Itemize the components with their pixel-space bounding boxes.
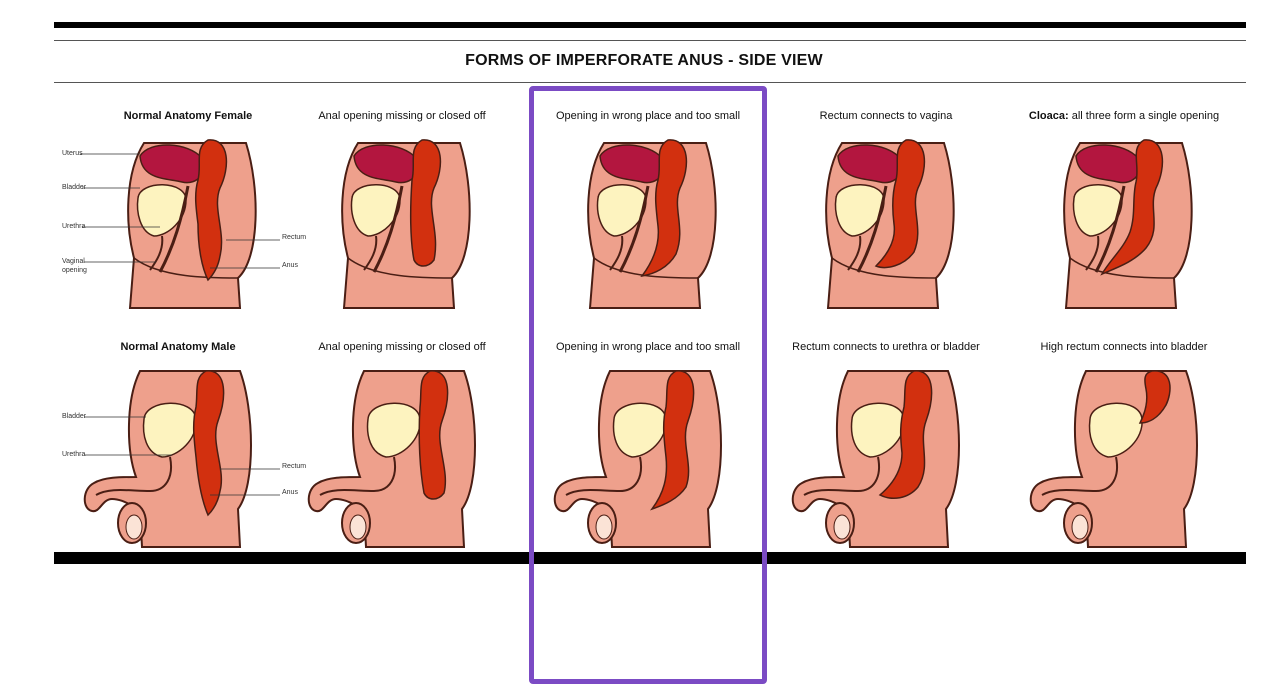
urethra-path — [363, 235, 378, 271]
female-panel-cloaca: Cloaca: all three form a single opening — [1006, 110, 1242, 330]
caption-bold: Cloaca: — [1028, 110, 1069, 122]
panel-caption: Rectum connects to urethra or bladder — [792, 341, 980, 353]
panel-caption: Cloaca: all three form a single opening — [1006, 110, 1242, 122]
bladder-shape — [366, 402, 421, 458]
bladder-shape — [850, 402, 905, 458]
vagina-path — [1094, 185, 1126, 273]
male-panel-high-rectum: High rectum connects into bladder — [1006, 341, 1242, 561]
body-silhouette — [83, 370, 252, 548]
female-anatomy-figure — [1063, 139, 1193, 309]
female-panel-missing: Anal opening missing or closed off — [284, 110, 520, 330]
testis-shape — [1071, 514, 1089, 540]
male-panel-urethra: Rectum connects to urethra or bladder — [768, 341, 1004, 561]
top-thin-rule — [54, 40, 1246, 41]
male-anatomy-figure — [83, 370, 280, 548]
urethra-path — [565, 456, 642, 496]
female-panel-normal: Normal Anatomy Female Uterus Bladder Ure… — [62, 110, 307, 330]
testis-shape — [595, 514, 613, 540]
leg-crease — [133, 257, 239, 279]
urethra-path — [149, 235, 164, 271]
panel-caption: Normal Anatomy Male — [120, 341, 236, 353]
label-uterus: Uterus — [62, 150, 83, 157]
label-anus: Anus — [282, 262, 298, 269]
label-vaginal-opening-2: opening — [62, 267, 87, 274]
label-vaginal-opening-1: Vaginal — [62, 258, 85, 265]
leg-crease — [831, 257, 937, 279]
label-anus: Anus — [282, 489, 298, 496]
male-panel-missing: Anal opening missing or closed off — [284, 341, 520, 561]
label-bladder: Bladder — [62, 413, 87, 420]
rectum-shape — [409, 139, 442, 267]
body-silhouette — [1029, 370, 1198, 548]
female-panel-wrong-place: Opening in wrong place and too small — [530, 110, 766, 330]
panel-caption: Anal opening missing or closed off — [318, 341, 486, 353]
testis-shape — [349, 514, 367, 540]
urethra-path — [95, 456, 172, 496]
testis-shape — [125, 514, 143, 540]
panel-caption: Normal Anatomy Female — [123, 110, 253, 122]
rectum-shape — [878, 370, 933, 500]
urethra-path — [847, 235, 862, 271]
urethra-path — [609, 235, 624, 271]
bottom-thick-rule — [54, 552, 1246, 564]
rectum-shape — [418, 370, 449, 500]
male-anatomy-figure — [307, 370, 476, 548]
caption-text: all three form a single opening — [1068, 110, 1220, 122]
highlight-box — [529, 86, 767, 684]
panel-caption: High rectum connects into bladder — [1040, 341, 1208, 353]
label-urethra: Urethra — [62, 451, 86, 458]
vagina-path — [618, 185, 650, 273]
leg-crease — [347, 257, 453, 279]
female-panel-vagina: Rectum connects to vagina — [768, 110, 1004, 330]
panel-caption: Anal opening missing or closed off — [318, 110, 486, 122]
male-panel-normal: Normal Anatomy Male Bladder Urethra Rect… — [60, 341, 306, 561]
urethra-path — [319, 456, 396, 496]
rectum-shape — [640, 139, 688, 278]
male-anatomy-figure — [1029, 370, 1198, 548]
rectum-shape — [874, 139, 926, 269]
female-anatomy-figure — [80, 139, 280, 309]
top-thick-rule — [54, 22, 1246, 28]
rectum-shape — [1138, 370, 1171, 424]
rectum-shape — [194, 139, 228, 282]
vagina-path — [158, 185, 190, 273]
urethra-path — [1085, 235, 1100, 271]
panel-caption: Opening in wrong place and too small — [555, 341, 741, 353]
female-anatomy-figure — [587, 139, 717, 309]
panel-caption: Opening in wrong place and too small — [555, 110, 741, 122]
female-anatomy-figure — [825, 139, 955, 309]
leg-crease — [1069, 257, 1175, 279]
rectum-shape — [1100, 139, 1164, 276]
title-underline — [54, 82, 1246, 83]
urethra-path — [1041, 456, 1118, 496]
vagina-path — [372, 185, 404, 273]
body-silhouette — [307, 370, 476, 548]
male-anatomy-figure — [791, 370, 960, 548]
female-anatomy-figure — [341, 139, 471, 309]
label-rectum: Rectum — [282, 234, 307, 241]
rectum-shape — [649, 370, 695, 511]
diagram-title: FORMS OF IMPERFORATE ANUS - SIDE VIEW — [465, 52, 823, 69]
male-anatomy-figure — [553, 370, 722, 548]
male-panel-wrong-place: Opening in wrong place and too small — [530, 341, 766, 561]
bladder-shape — [1088, 402, 1143, 458]
vagina-path — [856, 185, 888, 273]
bladder-shape — [612, 402, 667, 458]
panel-caption: Rectum connects to vagina — [819, 110, 953, 122]
rectum-shape — [192, 370, 225, 517]
body-silhouette — [791, 370, 960, 548]
urethra-path — [803, 456, 880, 496]
testis-shape — [833, 514, 851, 540]
label-rectum: Rectum — [282, 463, 307, 470]
label-bladder: Bladder — [62, 184, 87, 191]
label-urethra: Urethra — [62, 223, 86, 230]
bladder-shape — [142, 402, 197, 458]
